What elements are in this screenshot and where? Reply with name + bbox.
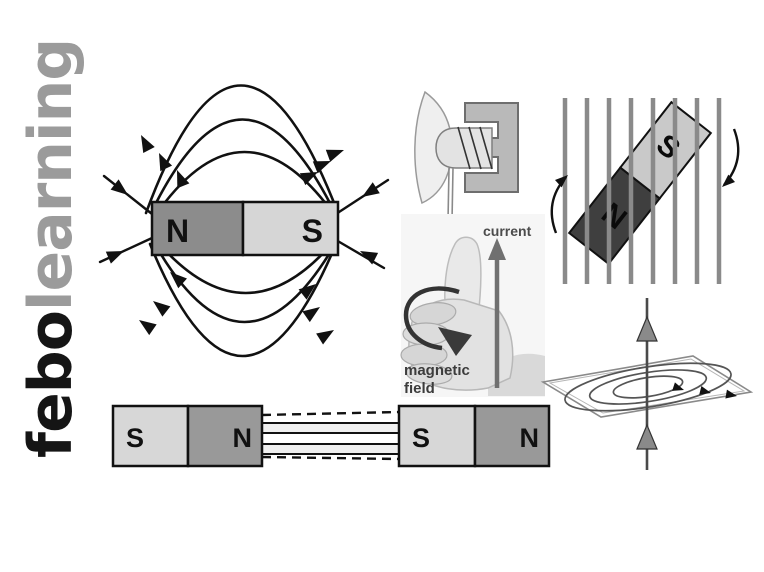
attracting-magnets-diagram: S N S N bbox=[111, 404, 551, 468]
bar-magnet-field-diagram: N S bbox=[98, 84, 390, 358]
magnet-south-half bbox=[241, 200, 340, 257]
loudspeaker-diagram bbox=[414, 90, 519, 222]
speaker-wire bbox=[447, 167, 450, 222]
speaker-cone bbox=[414, 90, 453, 205]
right-magnet-n-label: N bbox=[520, 423, 540, 453]
right-magnet-s-label: S bbox=[412, 423, 430, 453]
current-arrowhead bbox=[488, 238, 506, 260]
magnet-north-half bbox=[150, 200, 245, 257]
left-magnet-s-label: S bbox=[126, 423, 144, 453]
current-label: current bbox=[483, 223, 532, 239]
rotating-magnet-diagram: N S bbox=[550, 98, 740, 284]
dashed-field-line-bottom bbox=[261, 455, 400, 461]
coil-winding bbox=[468, 126, 482, 170]
field-label: field bbox=[404, 380, 435, 397]
coil-winding bbox=[457, 126, 471, 170]
magnetic-field-arrow bbox=[403, 286, 460, 351]
south-pole-label: S bbox=[302, 213, 323, 249]
magnetic-field-arrowhead bbox=[438, 327, 472, 356]
wire-arrow-upper bbox=[636, 315, 658, 342]
wire-arrow-lower bbox=[636, 423, 658, 450]
north-pole-label: N bbox=[166, 213, 189, 249]
right-magnet-north bbox=[473, 404, 551, 468]
hand-finger bbox=[405, 363, 453, 385]
left-magnet-n-label: N bbox=[233, 423, 253, 453]
coil-winding bbox=[479, 126, 493, 170]
uniform-field-bars bbox=[562, 98, 722, 284]
right-magnet-south bbox=[397, 404, 477, 468]
speaker-wire bbox=[451, 167, 454, 222]
dashed-field-line-top bbox=[261, 410, 400, 417]
magnetic-label: magnetic bbox=[404, 362, 470, 379]
wire-field-circles-diagram bbox=[540, 298, 754, 470]
right-hand-rule-diagram: current magnetic field bbox=[400, 214, 545, 397]
left-magnet-north bbox=[186, 404, 264, 468]
left-magnet-south bbox=[111, 404, 190, 468]
rotation-arrow-right bbox=[723, 128, 740, 186]
tilted-magnet: N S bbox=[567, 100, 713, 266]
